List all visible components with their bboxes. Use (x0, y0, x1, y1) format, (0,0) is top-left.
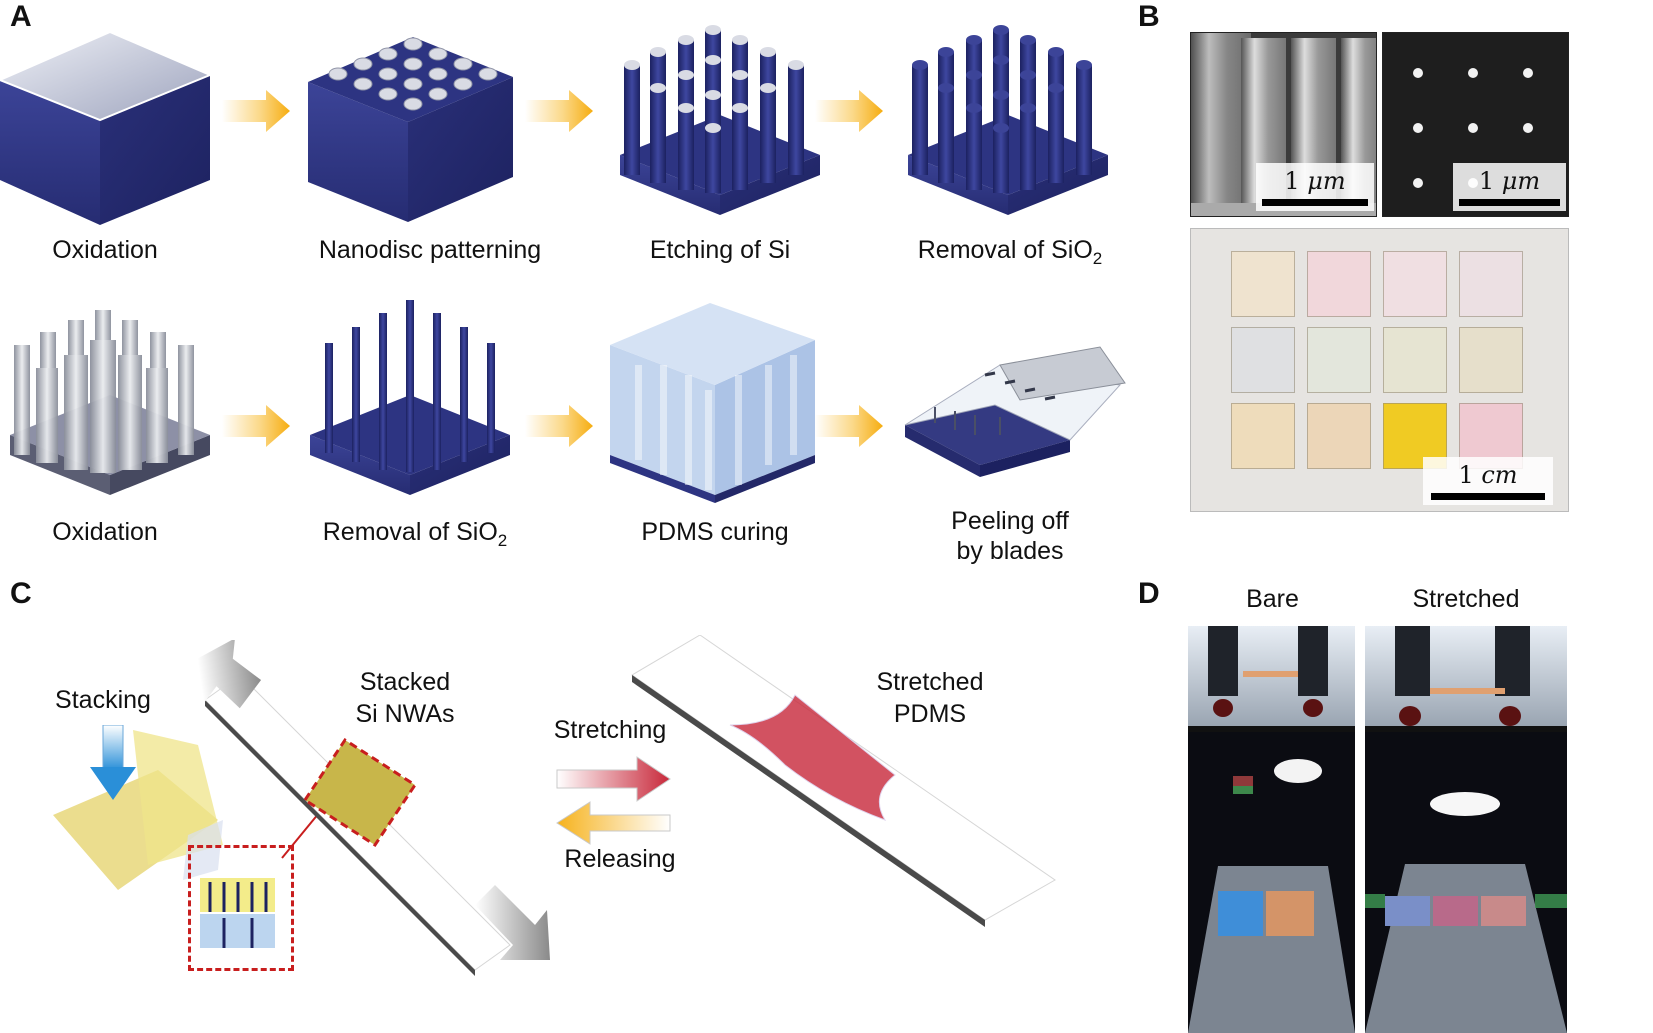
sample-square (1231, 251, 1295, 317)
label-stretched-line2: PDMS (893, 700, 967, 728)
sem-top-scalebar-label: 1 μm (1453, 167, 1566, 195)
sample-grid (1231, 251, 1531, 481)
sem-top-scalebar: 1 μm (1453, 163, 1566, 211)
label-stacked-line1: Stacked (359, 668, 451, 696)
step-label-nanodisc-patterning: Nanodisc patterning (318, 236, 542, 264)
stacking-illustration (53, 725, 223, 890)
sample-square (1459, 327, 1523, 393)
sem-side-scalebar-line (1262, 199, 1368, 206)
label-bare: Bare (1246, 585, 1299, 613)
step-label-pdms-curing: PDMS curing (641, 518, 789, 546)
sample-square (1307, 327, 1371, 393)
inset-cross-section (188, 845, 294, 971)
sem-top-scalebar-unit: μm (1501, 167, 1541, 195)
step-label-removal-sio2-1-sub: 2 (1092, 249, 1103, 268)
step-label-peeling-line1: Peeling off (951, 507, 1069, 535)
pdms-strip-stretched (631, 635, 1056, 927)
label-releasing: Releasing (564, 845, 676, 873)
step-label-removal-sio2-2-sub: 2 (497, 531, 508, 550)
step-label-removal-sio2-2-main: Removal of SiO (322, 518, 498, 546)
panel-letter-c: C (10, 577, 32, 610)
sem-top-view-image: 1 μm (1382, 32, 1569, 217)
process-arrow-2 (525, 90, 593, 132)
photo-scalebar-unit: cm (1481, 461, 1518, 489)
label-stretching: Stretching (553, 716, 667, 744)
sample-square (1231, 327, 1295, 393)
sem-side-scalebar-label: 1 μm (1256, 167, 1374, 195)
process-arrow-1 (222, 90, 290, 132)
sample-square (1307, 403, 1371, 469)
panel-letter-d: D (1138, 577, 1160, 610)
label-stacked-line2: Si NWAs (355, 700, 455, 728)
thin-nanowires-illustration (310, 300, 510, 495)
sample-square (1383, 327, 1447, 393)
sem-top-scalebar-line (1459, 199, 1560, 206)
stretch-release-arrows (556, 756, 671, 845)
label-stretched-line1: Stretched (876, 668, 984, 696)
step-label-removal-sio2-1: Removal of SiO2 (890, 236, 1130, 269)
sem-side-scalebar-num: 1 (1284, 167, 1300, 195)
nanodisc-patterning-illustration (308, 37, 513, 222)
sem-side-scalebar-unit: μm (1307, 167, 1346, 195)
oxidized-block-illustration (0, 30, 213, 225)
sample-photo: 1 cm (1190, 228, 1569, 512)
sample-square (1231, 403, 1295, 469)
process-arrow-4 (222, 405, 290, 447)
photo-scalebar: 1 cm (1423, 457, 1553, 505)
etching-illustration (620, 25, 820, 215)
step-label-removal-sio2-1-main: Removal of SiO (917, 236, 1093, 264)
photo-scalebar-line (1431, 493, 1545, 500)
step-label-oxidation-1: Oxidation (52, 236, 158, 264)
sample-square (1459, 251, 1523, 317)
sem-side-view-image: 1 μm (1190, 32, 1377, 217)
panel-letter-a: A (10, 0, 32, 33)
photo-bare (1188, 626, 1355, 1033)
process-arrow-6 (815, 405, 883, 447)
sample-square (1307, 251, 1371, 317)
pdms-curing-illustration (610, 303, 815, 503)
pdms-strip-unstretched (197, 640, 550, 976)
sample-square (1383, 251, 1447, 317)
step-label-etching-si: Etching of Si (649, 236, 791, 264)
label-stretched-photo: Stretched (1412, 585, 1520, 613)
step-label-removal-sio2-2: Removal of SiO2 (290, 518, 540, 551)
peeling-illustration (904, 346, 1126, 477)
removal-sio2-illustration (908, 25, 1108, 215)
process-arrow-5 (525, 405, 593, 447)
sem-side-scalebar: 1 μm (1256, 163, 1374, 211)
inset-nanowires (200, 878, 275, 948)
step-label-peeling-line2: by blades (956, 537, 1064, 565)
panel-letter-b: B (1138, 0, 1160, 33)
photo-scalebar-num: 1 (1458, 461, 1474, 489)
photo-scalebar-label: 1 cm (1423, 461, 1553, 489)
photo-stretched (1365, 626, 1567, 1033)
sem-top-scalebar-num: 1 (1478, 167, 1495, 195)
label-stacking: Stacking (55, 686, 151, 714)
step-label-oxidation-2: Oxidation (52, 518, 158, 546)
process-arrow-3 (815, 90, 883, 132)
oxidized-nanowires-illustration (10, 310, 210, 495)
